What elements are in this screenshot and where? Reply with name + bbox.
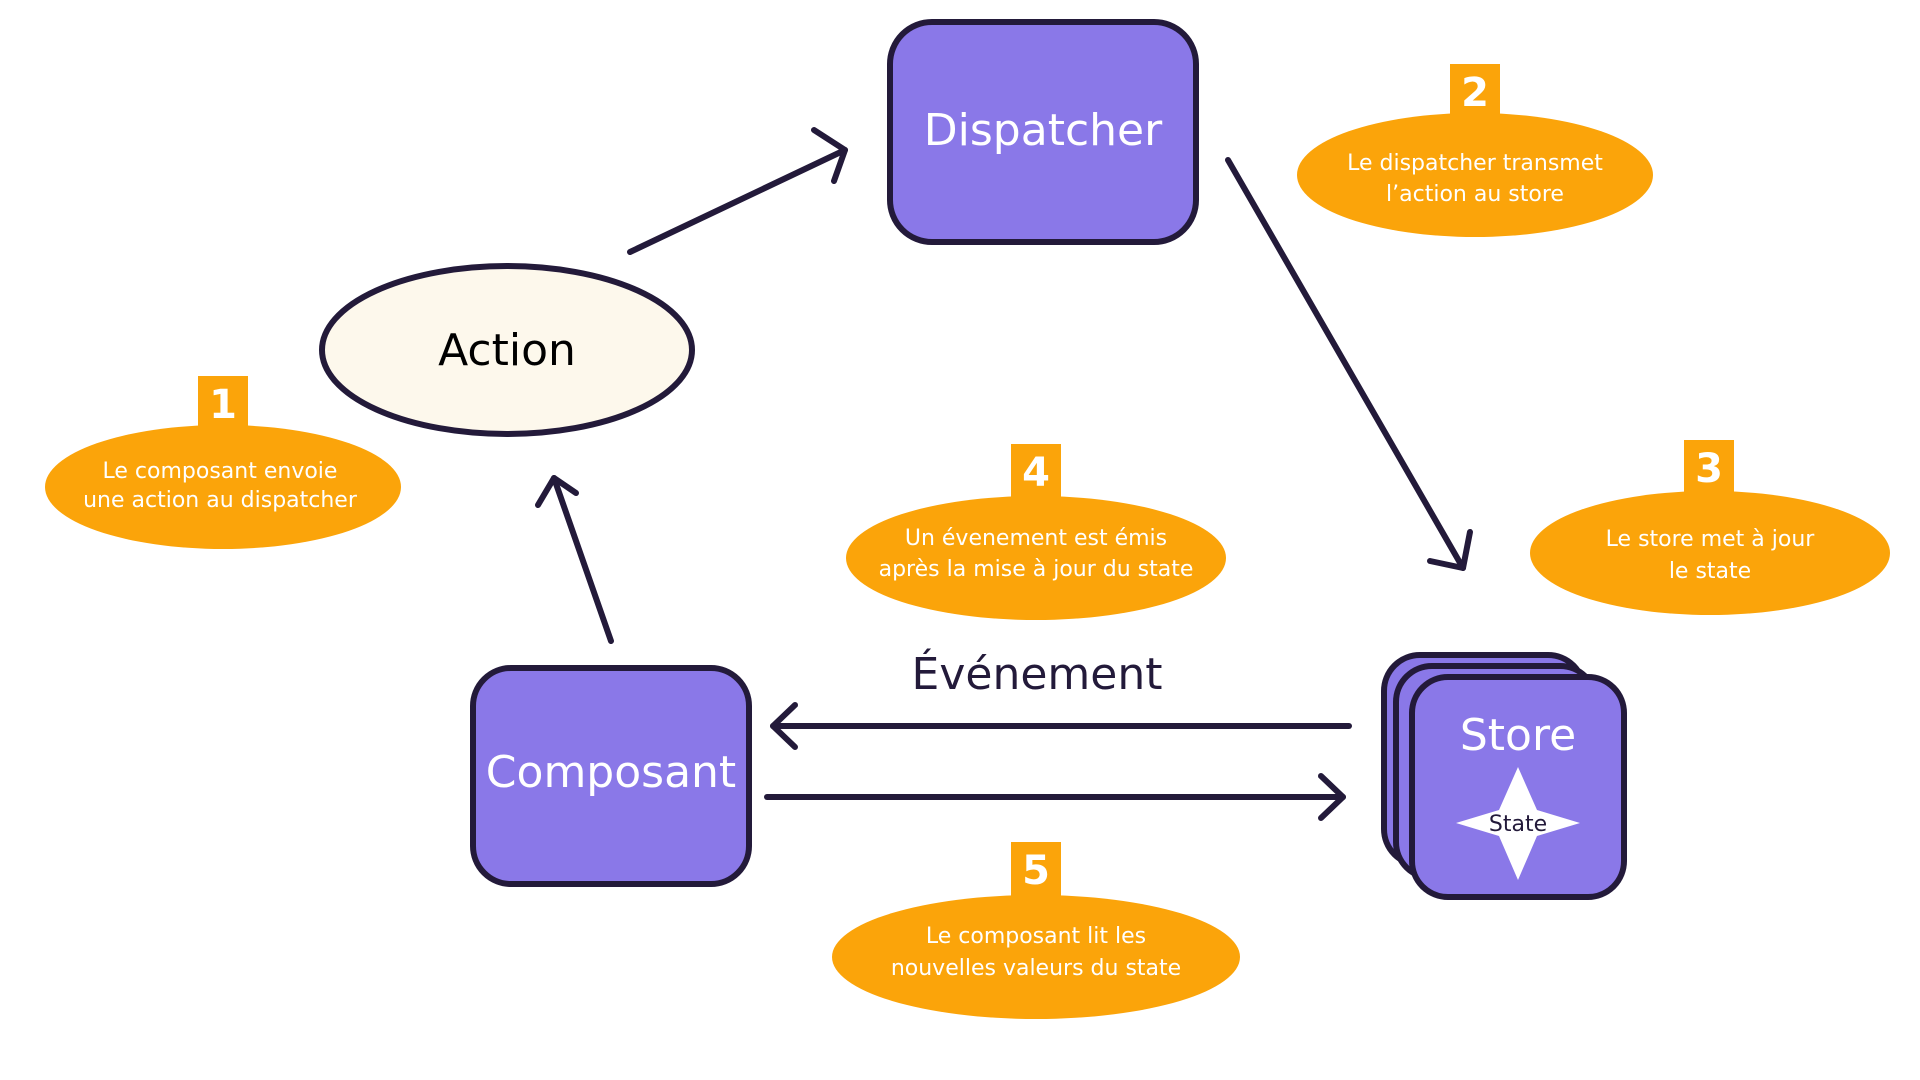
step-text-line1: Le store met à jour — [1606, 527, 1816, 552]
step-text-line1: Le dispatcher transmet — [1347, 151, 1603, 176]
arrow-store-to-composant — [770, 702, 1352, 750]
store-node: Store State — [1381, 652, 1627, 900]
state-label: State — [1489, 812, 1547, 837]
step-text-line2: après la mise à jour du state — [879, 557, 1194, 582]
dispatcher-node: Dispatcher — [887, 19, 1199, 245]
step-number: 5 — [1022, 848, 1050, 894]
step-3-badge: 3 Le store met à jour le state — [1530, 440, 1890, 615]
evenement-label: Événement — [912, 647, 1163, 700]
step-text-line2: l’action au store — [1386, 182, 1564, 207]
composant-box — [470, 665, 752, 887]
composant-label: Composant — [486, 747, 736, 798]
composant-node: Composant — [470, 665, 752, 887]
arrow-composant-to-action — [535, 475, 614, 644]
action-ellipse — [319, 263, 695, 437]
step-number: 1 — [209, 382, 237, 428]
store-label: Store — [1460, 710, 1576, 761]
step-text-line1: Le composant lit les — [926, 924, 1146, 949]
dispatcher-box — [887, 19, 1199, 245]
action-label: Action — [438, 325, 576, 376]
step-1-badge: 1 Le composant envoie une action au disp… — [45, 376, 401, 549]
step-text-line1: Un évenement est émis — [905, 526, 1167, 551]
dispatcher-label: Dispatcher — [924, 105, 1163, 156]
arrow-composant-to-store — [764, 773, 1346, 821]
step-number: 3 — [1695, 446, 1723, 492]
step-text-line1: Le composant envoie — [103, 459, 338, 484]
arrow-action-to-dispatcher — [627, 127, 848, 255]
step-4-badge: 4 Un évenement est émis après la mise à … — [846, 444, 1226, 620]
step-text-line2: une action au dispatcher — [83, 488, 358, 513]
step-text-line2: le state — [1669, 559, 1751, 584]
step-text-line2: nouvelles valeurs du state — [891, 956, 1181, 981]
step-2-badge: 2 Le dispatcher transmet l’action au sto… — [1297, 64, 1653, 237]
step-number: 4 — [1022, 450, 1050, 496]
state-star-icon — [1456, 767, 1580, 880]
arrow-dispatcher-to-store — [1225, 157, 1473, 571]
step-number: 2 — [1461, 70, 1489, 116]
step-5-badge: 5 Le composant lit les nouvelles valeurs… — [832, 842, 1240, 1019]
action-node: Action — [319, 263, 695, 437]
